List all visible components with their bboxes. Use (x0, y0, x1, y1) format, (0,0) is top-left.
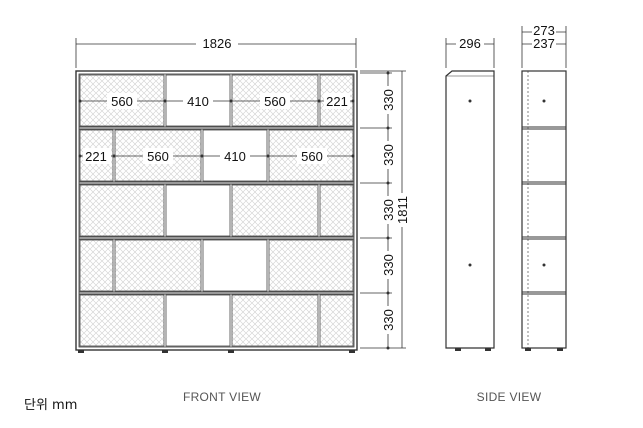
row-height-4: 330 (381, 254, 396, 276)
row2-dim-1: 221 (85, 149, 107, 164)
side-view-label: SIDE VIEW (477, 390, 542, 404)
row1-width-dimension: 560 410 560 221 (78, 93, 355, 109)
front-width-dimension: 1826 (75, 34, 357, 68)
row2-dim-3: 410 (224, 149, 246, 164)
front-view: 1826 (75, 34, 411, 404)
row-height-dimensions: 330 330 330 330 330 1811 (360, 70, 411, 350)
side-outer-width-label: 273 (533, 23, 555, 38)
row-height-3: 330 (381, 199, 396, 221)
shelf-body (75, 70, 358, 353)
row2-dim-4: 560 (301, 149, 323, 164)
row1-dim-4: 221 (326, 94, 348, 109)
side-panel-view: 296 (445, 34, 495, 351)
side-inner-width-label: 237 (533, 36, 555, 51)
row1-dim-3: 560 (264, 94, 286, 109)
row-height-1: 330 (381, 89, 396, 111)
row1-dim-2: 410 (187, 94, 209, 109)
row-height-2: 330 (381, 144, 396, 166)
side-panel-width-label: 296 (459, 36, 481, 51)
row2-width-dimension: 221 560 410 560 (78, 148, 355, 164)
front-total-width-label: 1826 (203, 36, 232, 51)
row1-dim-1: 560 (111, 94, 133, 109)
unit-label: 단위 mm (24, 398, 77, 413)
front-total-height-label: 1811 (395, 196, 410, 224)
row-height-5: 330 (381, 309, 396, 331)
side-profile-view: 273 237 (521, 23, 567, 351)
front-view-label: FRONT VIEW (183, 390, 261, 404)
row2-dim-2: 560 (147, 149, 169, 164)
